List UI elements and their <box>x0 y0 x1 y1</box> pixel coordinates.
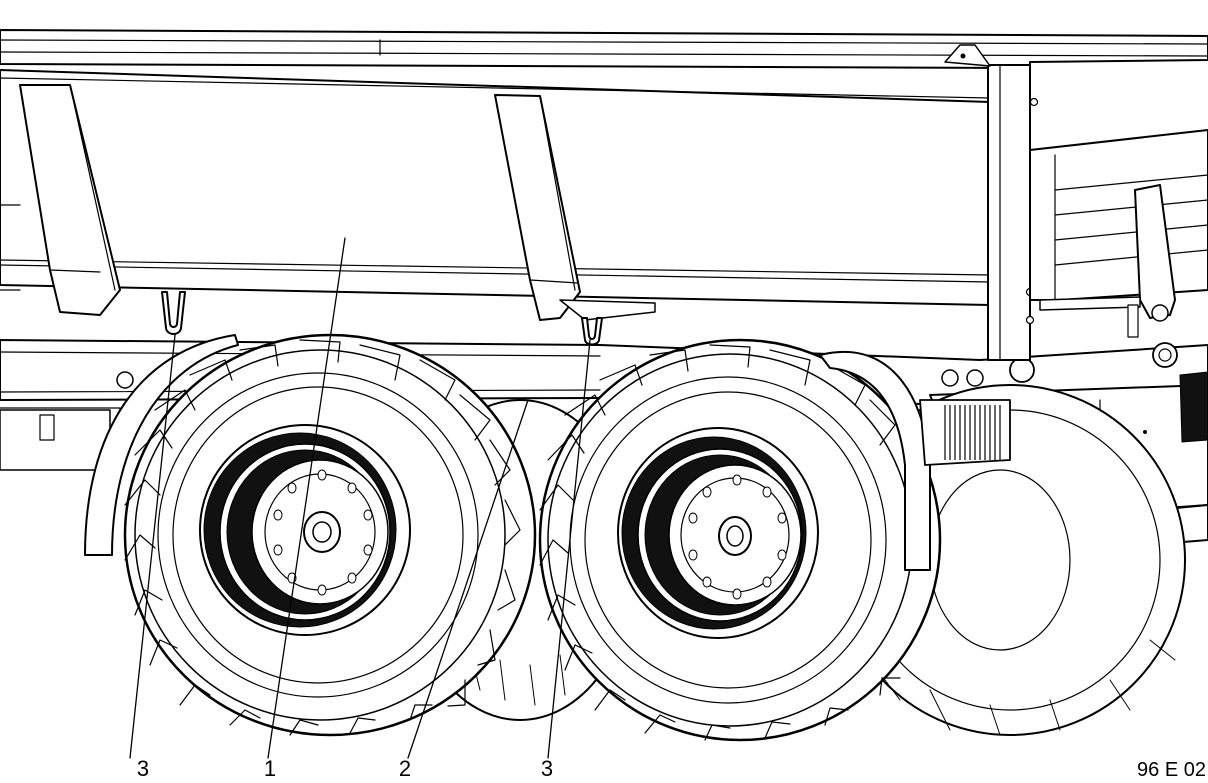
callout-label-1: 1 <box>264 756 276 778</box>
rear-light-unit <box>919 342 1178 466</box>
rim-front-left <box>199 424 411 636</box>
lug-nuts-front-left <box>273 469 373 596</box>
fender-left <box>84 334 239 556</box>
fender-right <box>819 350 931 571</box>
lug-nuts-front-right <box>688 474 787 600</box>
leader-lines <box>129 237 591 759</box>
figure-code: 96 E 02 <box>1137 759 1206 778</box>
rim-front-right <box>617 427 819 639</box>
callout-label-2: 2 <box>399 756 411 778</box>
tipper-body <box>0 29 1208 361</box>
leader-line-1 <box>267 237 346 759</box>
leader-line-3-left <box>129 334 176 759</box>
callout-labels: 3 1 2 3 <box>137 756 553 781</box>
callout-label-3-left: 3 <box>137 756 149 778</box>
leader-line-3-right <box>547 339 591 759</box>
support-bracket-left <box>161 291 186 335</box>
callout-label-3-right: 3 <box>541 756 553 778</box>
right-light-unit <box>1179 371 1208 443</box>
support-bracket-right <box>581 317 603 346</box>
leader-line-2 <box>407 399 529 759</box>
